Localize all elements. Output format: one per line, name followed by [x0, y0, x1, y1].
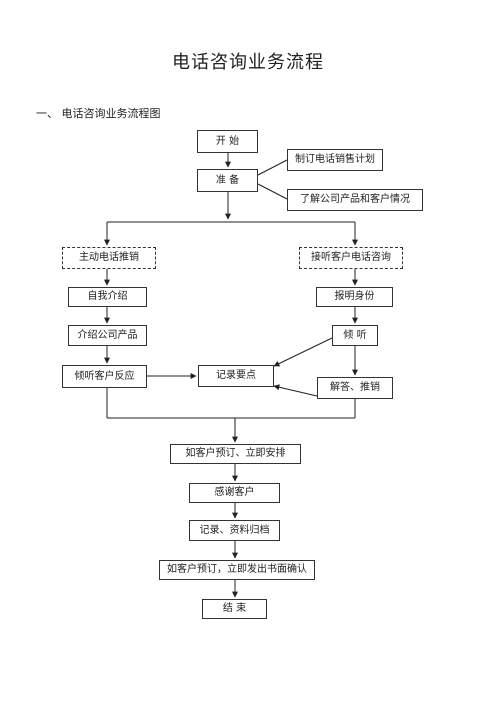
self-intro-box: 自我介绍: [68, 287, 147, 307]
page-title: 电话咨询业务流程: [172, 52, 324, 73]
record-points-box: 记录要点: [198, 365, 274, 387]
listen-reaction-box: 倾听客户反应: [62, 365, 147, 388]
archive-box: 记录、资料归档: [189, 520, 280, 541]
order-arrange-box: 如客户预订、立即安排: [170, 444, 301, 464]
section-heading: 一、 电话咨询业务流程图: [36, 107, 161, 120]
start-box: 开 始: [197, 130, 258, 153]
plan-note-box: 制订电话销售计划: [287, 149, 383, 171]
thank-box: 感谢客户: [189, 483, 280, 503]
answer-sell-box: 解答、推销: [317, 377, 393, 399]
active-call-box: 主动电话推销: [62, 247, 156, 269]
end-box: 结 束: [202, 599, 267, 619]
written-confirm-box: 如客户预订，立即发出书面确认: [159, 560, 315, 580]
intro-product-box: 介绍公司产品: [68, 325, 147, 346]
answer-call-box: 接听客户电话咨询: [299, 247, 403, 269]
listen-box: 倾 听: [332, 325, 378, 346]
understand-note-box: 了解公司产品和客户情况: [287, 189, 423, 211]
report-identity-box: 报明身份: [316, 287, 393, 307]
prepare-box: 准 备: [197, 169, 258, 192]
